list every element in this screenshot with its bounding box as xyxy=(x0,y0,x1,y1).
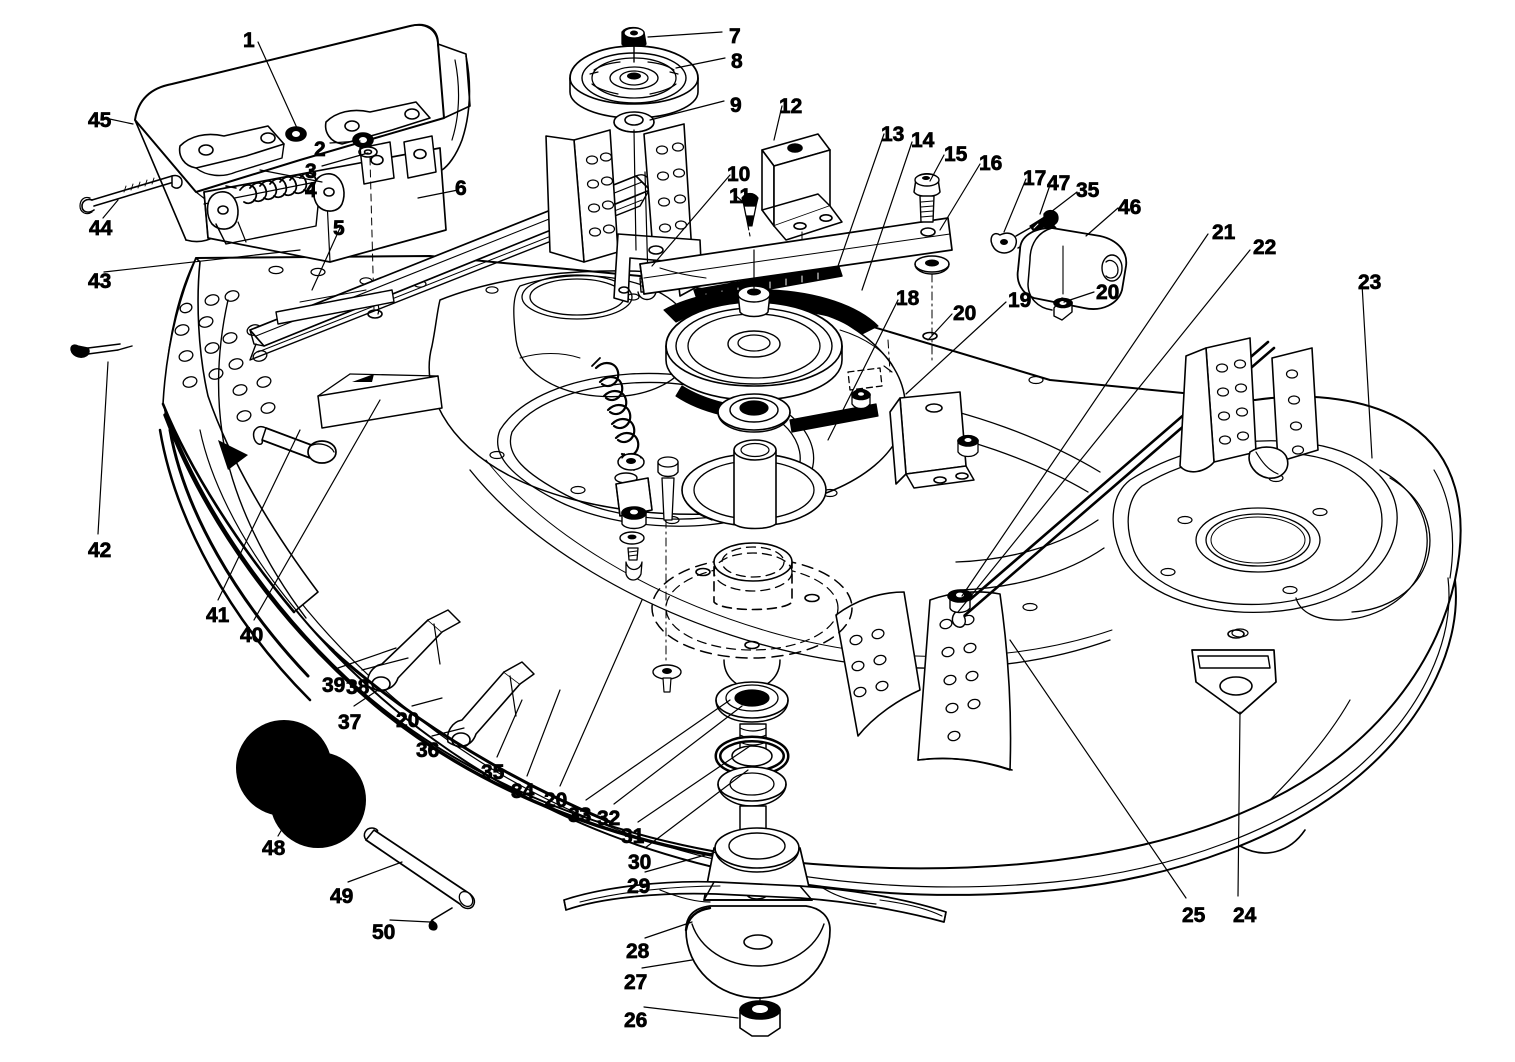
part-4-5-hinge-bracket-spring xyxy=(178,101,447,263)
callout-33: 33 xyxy=(568,804,592,827)
callout-7: 7 xyxy=(729,25,741,48)
callout-40: 40 xyxy=(240,624,264,647)
callout-20-d: 20 xyxy=(544,789,568,812)
callout-12: 12 xyxy=(779,95,803,118)
callout-23: 23 xyxy=(1358,271,1382,294)
deck-left-skirt xyxy=(161,257,335,678)
part-24-hitch-plate xyxy=(1191,629,1277,715)
center-drive-pulley-belt xyxy=(663,249,879,530)
part-5-deck-rail xyxy=(275,289,395,325)
callout-8: 8 xyxy=(731,50,743,73)
callout-1: 1 xyxy=(243,29,255,52)
mid-right-hardware xyxy=(847,339,979,489)
callout-16: 16 xyxy=(979,152,1003,175)
part-7-8-9-idler-pulley xyxy=(569,26,699,251)
callout-24: 24 xyxy=(1233,904,1257,927)
deck-right-baffles xyxy=(835,591,1013,771)
callout-38: 38 xyxy=(346,676,370,699)
part-32-33-34-spring-bracket xyxy=(591,357,682,693)
part-12-channel-bracket xyxy=(761,133,843,273)
callout-6: 6 xyxy=(455,177,467,200)
part-26-locknut xyxy=(739,997,781,1037)
callout-14: 14 xyxy=(911,129,935,152)
callout-43: 43 xyxy=(88,270,112,293)
part-42-cotter-pin xyxy=(70,343,133,358)
callout-19: 19 xyxy=(1008,289,1032,312)
callout-46: 46 xyxy=(1118,196,1142,219)
callout-31: 31 xyxy=(621,825,645,848)
callout-49: 49 xyxy=(330,885,354,908)
leader-lines xyxy=(97,31,1373,1019)
callout-37: 37 xyxy=(338,711,362,734)
callout-9: 9 xyxy=(730,94,742,117)
part-15-bolt xyxy=(913,173,941,223)
part-16-washer xyxy=(914,255,950,361)
part-27-blade-cup xyxy=(684,905,831,999)
callout-2: 2 xyxy=(314,138,326,161)
callout-35-low: 35 xyxy=(481,761,505,784)
callout-21: 21 xyxy=(1212,221,1236,244)
callout-35-top: 35 xyxy=(1076,179,1100,202)
part-48-discs xyxy=(236,720,366,848)
part-40-41-pin-handle xyxy=(252,426,337,464)
callout-26: 26 xyxy=(624,1009,648,1032)
callout-20-a: 20 xyxy=(953,302,977,325)
part-43-trim-strip xyxy=(317,373,443,429)
callout-36: 36 xyxy=(416,739,440,762)
callout-22: 22 xyxy=(1253,236,1277,259)
callout-44: 44 xyxy=(89,217,113,240)
part-28-blade xyxy=(563,880,947,923)
callout-39: 39 xyxy=(322,674,346,697)
callout-32: 32 xyxy=(597,807,621,830)
callout-30: 30 xyxy=(628,851,652,874)
callout-3: 3 xyxy=(305,160,317,183)
callout-20-b: 20 xyxy=(1096,281,1120,304)
callout-11: 11 xyxy=(729,185,752,208)
callout-45: 45 xyxy=(88,109,112,132)
callout-48: 48 xyxy=(262,837,286,860)
callout-29: 29 xyxy=(627,875,651,898)
part-10-11-uprights xyxy=(545,123,759,303)
callout-4: 4 xyxy=(305,179,317,202)
part-14-16-support-arm xyxy=(639,217,953,295)
deck-hanger-tabs xyxy=(328,609,612,824)
part-44-hinge-rod xyxy=(79,174,183,215)
part-17-47-35-46-roller xyxy=(990,209,1128,321)
callout-17: 17 xyxy=(1023,167,1047,190)
right-rear-brackets xyxy=(1179,337,1319,479)
callout-15: 15 xyxy=(944,143,968,166)
callout-20-c: 20 xyxy=(396,709,420,732)
callout-5: 5 xyxy=(333,217,345,240)
part-49-50-rod-pin xyxy=(363,827,476,931)
callout-18: 18 xyxy=(896,287,920,310)
callout-34: 34 xyxy=(511,780,535,803)
callout-13: 13 xyxy=(881,123,905,146)
callout-27: 27 xyxy=(624,971,648,994)
callout-50: 50 xyxy=(372,921,396,944)
callout-42: 42 xyxy=(88,539,112,562)
callout-28: 28 xyxy=(626,940,650,963)
callout-25: 25 xyxy=(1182,904,1206,927)
callout-47: 47 xyxy=(1047,172,1071,195)
callout-10: 10 xyxy=(727,163,751,186)
callout-41: 41 xyxy=(206,604,230,627)
